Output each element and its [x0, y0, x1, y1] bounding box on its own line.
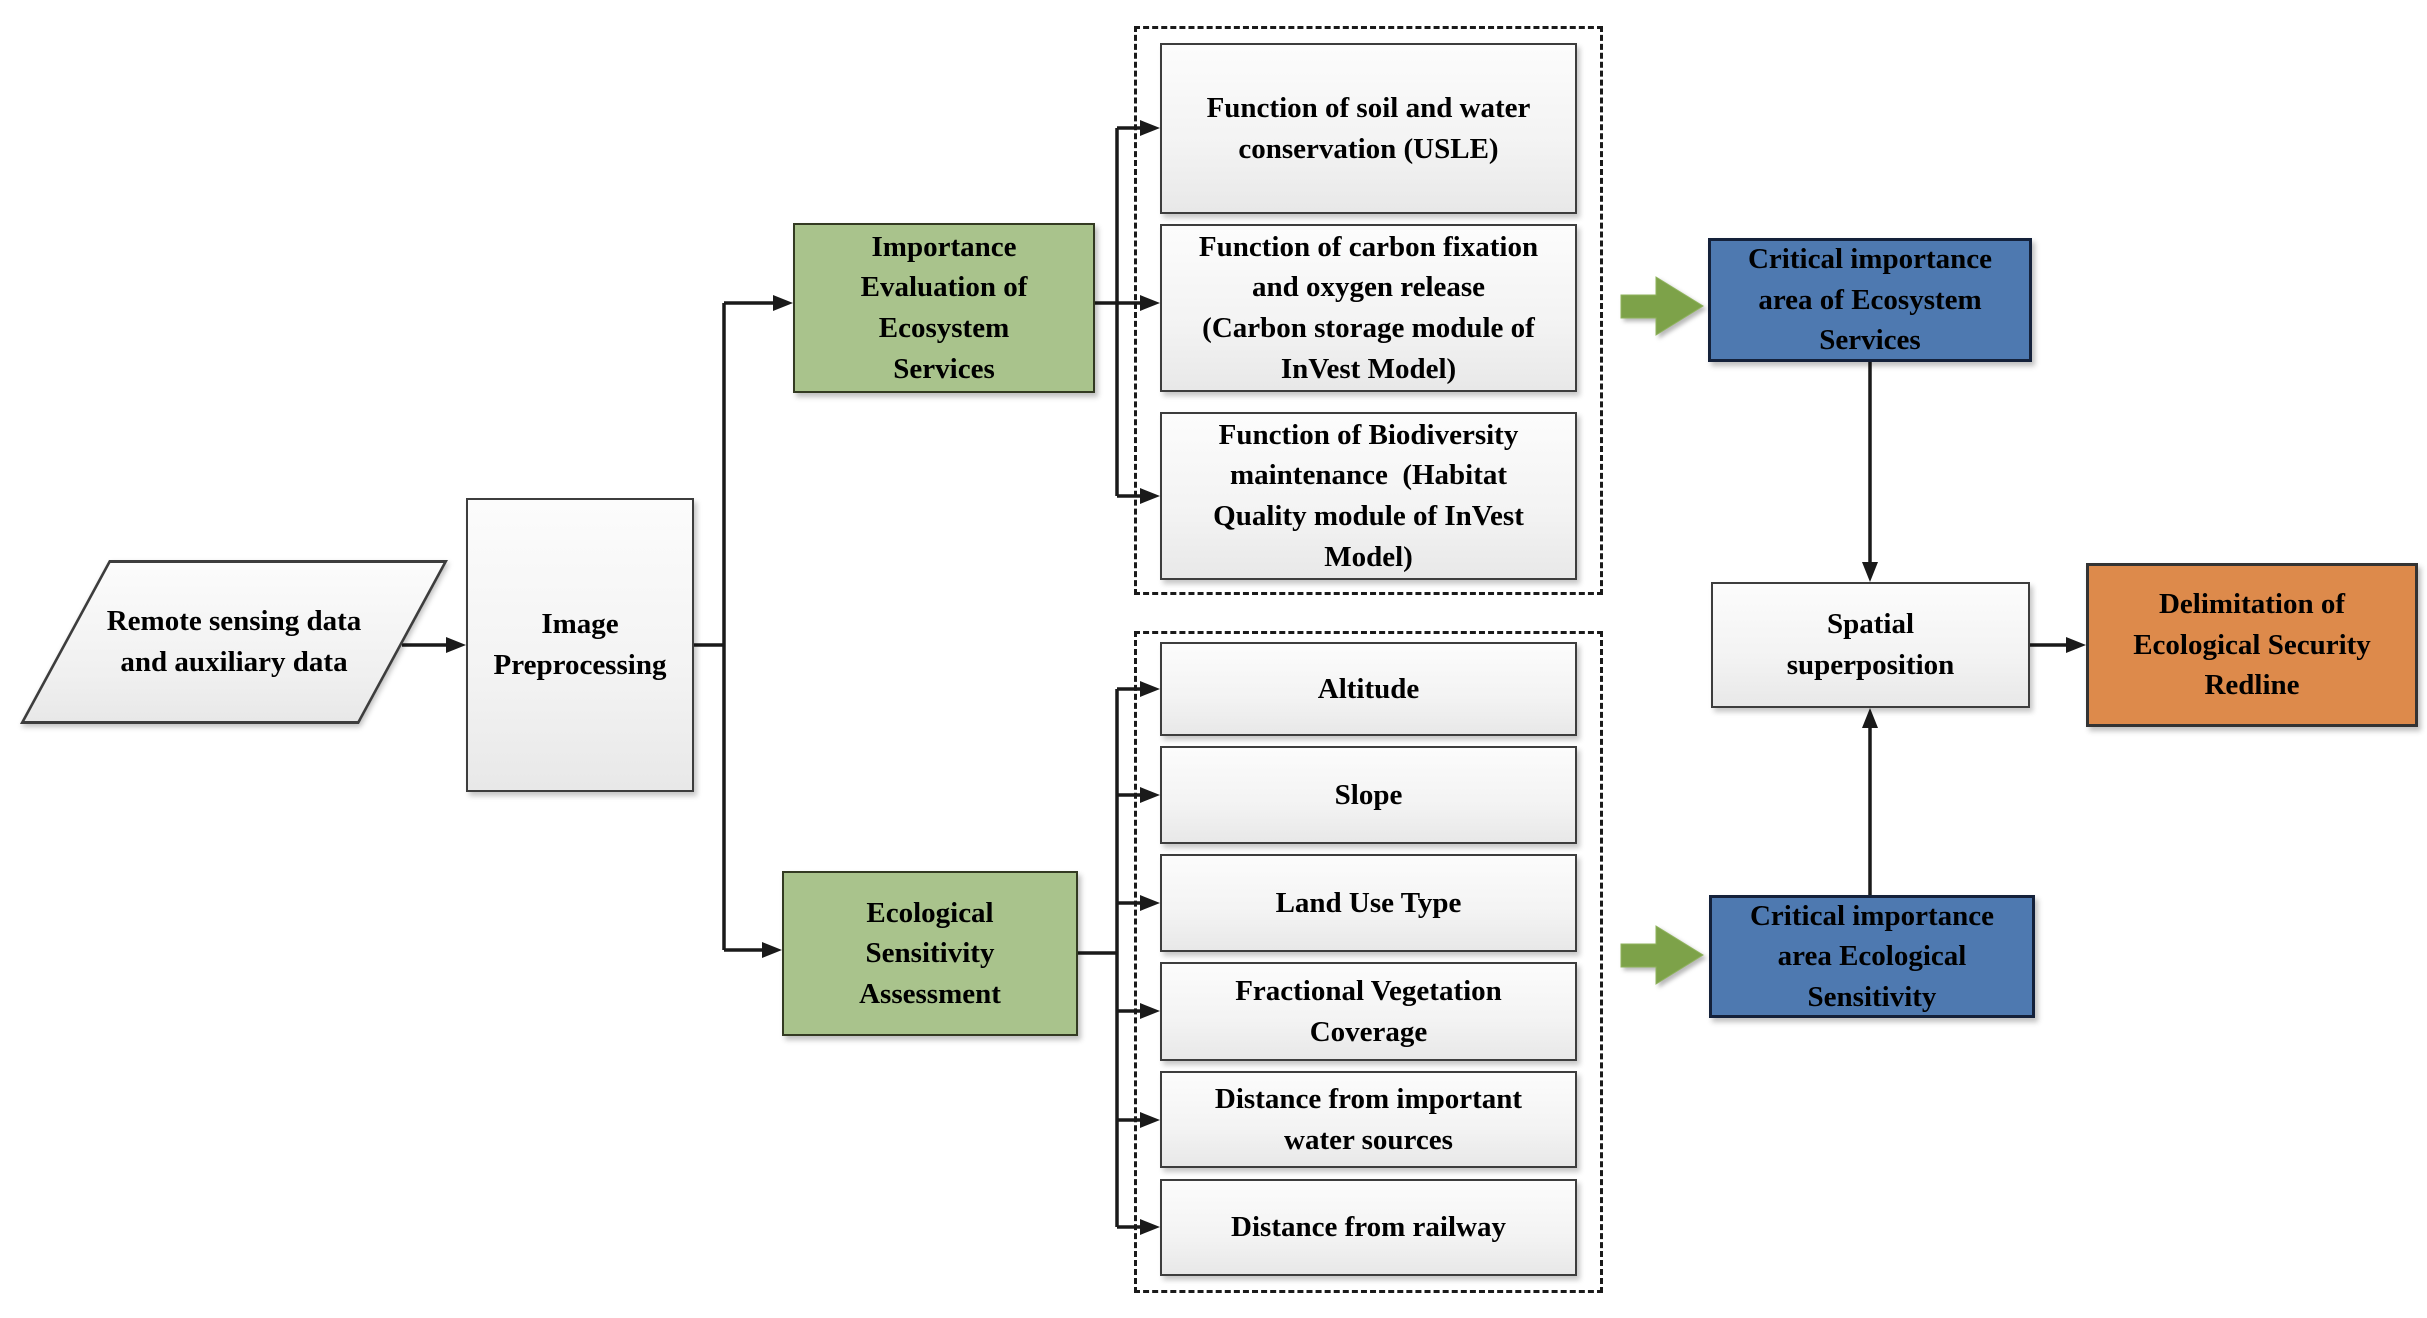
- function-soil-water-box: Function of soil and water conservation …: [1160, 43, 1577, 214]
- connector-es-branch: [1095, 128, 1119, 496]
- factor-vegetation-box: Fractional Vegetation Coverage: [1160, 962, 1577, 1061]
- es-functions-group-frame: [1134, 26, 1603, 595]
- factor-land-use-box: Land Use Type: [1160, 854, 1577, 952]
- green-block-arrow-sensitivity-icon: [1620, 925, 1704, 985]
- connector-preprocessing-branch: [694, 303, 726, 950]
- remote-sensing-label: Remote sensing data and auxiliary data: [106, 605, 362, 678]
- factor-altitude-box: Altitude: [1160, 642, 1577, 736]
- image-preprocessing-box: Image Preprocessing: [466, 498, 694, 792]
- connector-sensitivity-branch: [1078, 689, 1119, 1227]
- function-biodiversity-box: Function of Biodiversity maintenance (Ha…: [1160, 412, 1577, 580]
- function-carbon-box: Function of carbon fixation and oxygen r…: [1160, 224, 1577, 392]
- spatial-superposition-box: Spatial superposition: [1711, 582, 2030, 708]
- factor-water-sources-box: Distance from important water sources: [1160, 1071, 1577, 1168]
- delimitation-redline-box: Delimitation of Ecological Security Redl…: [2086, 563, 2418, 727]
- critical-sensitivity-area-box: Critical importance area Ecological Sens…: [1709, 895, 2035, 1018]
- sensitivity-factors-group-frame: [1134, 631, 1603, 1293]
- critical-es-area-box: Critical importance area of Ecosystem Se…: [1708, 238, 2032, 362]
- importance-evaluation-box: Importance Evaluation of Ecosystem Servi…: [793, 223, 1095, 393]
- factor-railway-box: Distance from railway: [1160, 1179, 1577, 1276]
- factor-slope-box: Slope: [1160, 746, 1577, 844]
- ecological-sensitivity-box: Ecological Sensitivity Assessment: [782, 871, 1078, 1036]
- green-block-arrow-es-icon: [1620, 276, 1704, 336]
